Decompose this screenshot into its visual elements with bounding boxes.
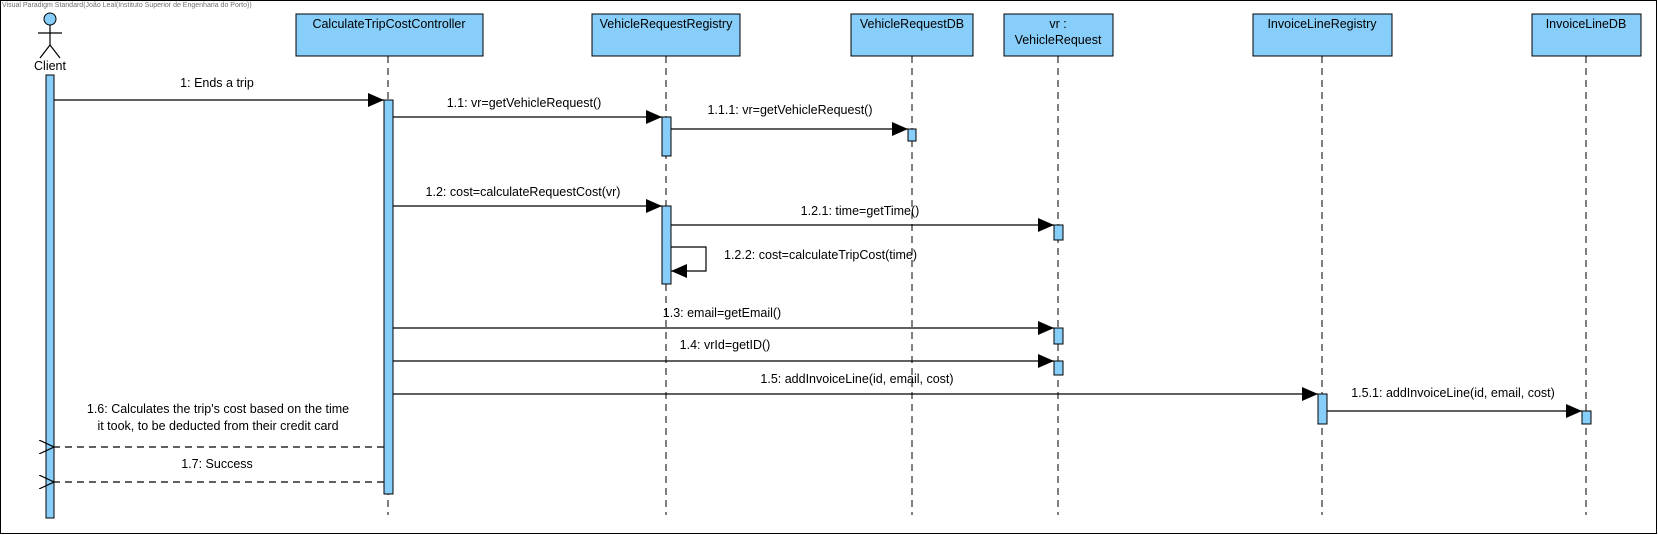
message-1-1-label: 1.1: vr=getVehicleRequest(): [447, 96, 602, 110]
lifeline-vehicle-request-db-label: VehicleRequestDB: [860, 17, 964, 31]
activation-vr-registry-1: [661, 116, 672, 157]
activation-client: [45, 74, 55, 519]
watermark-text: Visual Paradigm Standard(João Leal(Insti…: [2, 2, 252, 9]
message-1-2-label: 1.2: cost=calculateRequestCost(vr): [426, 185, 621, 199]
message-1-6: 1.6: Calculates the trip's cost based on…: [54, 402, 384, 447]
message-1-6-label-line2: it took, to be deducted from their credi…: [97, 419, 338, 433]
lifeline-vehicle-request-registry[interactable]: VehicleRequestRegistry: [591, 13, 741, 57]
lifeline-controller[interactable]: CalculateTripCostController: [295, 13, 484, 57]
message-1-7-label: 1.7: Success: [181, 457, 253, 471]
message-1-4: 1.4: vrId=getID(): [393, 338, 1054, 368]
activation-vr-db: [907, 128, 917, 142]
lifeline-invoice-line-db[interactable]: InvoiceLineDB: [1531, 13, 1642, 57]
lifeline-vehicle-request-instance-label-2: VehicleRequest: [1015, 33, 1102, 47]
lifeline-vehicle-request-instance[interactable]: vr : VehicleRequest: [1003, 13, 1114, 57]
lifeline-vehicle-request-registry-label: VehicleRequestRegistry: [600, 17, 733, 31]
message-1-7: 1.7: Success: [54, 457, 384, 482]
message-1-2-2: 1.2.2: cost=calculateTripCost(time): [671, 246, 917, 278]
message-1-6-label-line1: 1.6: Calculates the trip's cost based on…: [87, 402, 349, 416]
lifeline-invoice-line-registry-label: InvoiceLineRegistry: [1267, 17, 1377, 31]
message-1-4-label: 1.4: vrId=getID(): [680, 338, 771, 352]
message-1-2: 1.2: cost=calculateRequestCost(vr): [393, 185, 662, 213]
message-1: 1: Ends a trip: [54, 76, 384, 107]
activation-vr-2: [1053, 327, 1064, 345]
activation-il-registry: [1317, 393, 1328, 425]
activation-vr-registry-2: [661, 205, 672, 285]
lifeline-controller-label: CalculateTripCostController: [312, 17, 465, 31]
message-1-3: 1.3: email=getEmail(): [393, 306, 1054, 335]
message-1-5: 1.5: addInvoiceLine(id, email, cost): [393, 372, 1318, 401]
activation-il-db: [1581, 410, 1592, 425]
message-1-5-1-label: 1.5.1: addInvoiceLine(id, email, cost): [1351, 386, 1555, 400]
message-1-2-1: 1.2.1: time=getTime(): [671, 204, 1054, 232]
actor-client-label: Client: [34, 59, 66, 73]
lifeline-invoice-line-registry[interactable]: InvoiceLineRegistry: [1252, 13, 1393, 57]
message-1-5-1: 1.5.1: addInvoiceLine(id, email, cost): [1327, 386, 1582, 418]
actor-client[interactable]: Client: [34, 12, 67, 73]
lifeline-vehicle-request-db[interactable]: VehicleRequestDB: [850, 13, 974, 57]
lifeline-invoice-line-db-label: InvoiceLineDB: [1546, 17, 1627, 31]
message-1-2-1-label: 1.2.1: time=getTime(): [801, 204, 920, 218]
activation-vr-1: [1053, 224, 1064, 241]
message-1-1: 1.1: vr=getVehicleRequest(): [393, 96, 662, 124]
message-1-5-label: 1.5: addInvoiceLine(id, email, cost): [760, 372, 953, 386]
message-1-label: 1: Ends a trip: [180, 76, 254, 90]
activation-vr-3: [1053, 360, 1064, 376]
message-1-1-1-label: 1.1.1: vr=getVehicleRequest(): [707, 103, 872, 117]
message-1-1-1: 1.1.1: vr=getVehicleRequest(): [671, 103, 908, 136]
actor-head-icon: [43, 12, 57, 26]
activation-controller: [383, 99, 394, 495]
message-1-2-2-label: 1.2.2: cost=calculateTripCost(time): [724, 248, 917, 262]
lifeline-vehicle-request-instance-label-1: vr :: [1049, 17, 1066, 31]
message-1-3-label: 1.3: email=getEmail(): [663, 306, 781, 320]
